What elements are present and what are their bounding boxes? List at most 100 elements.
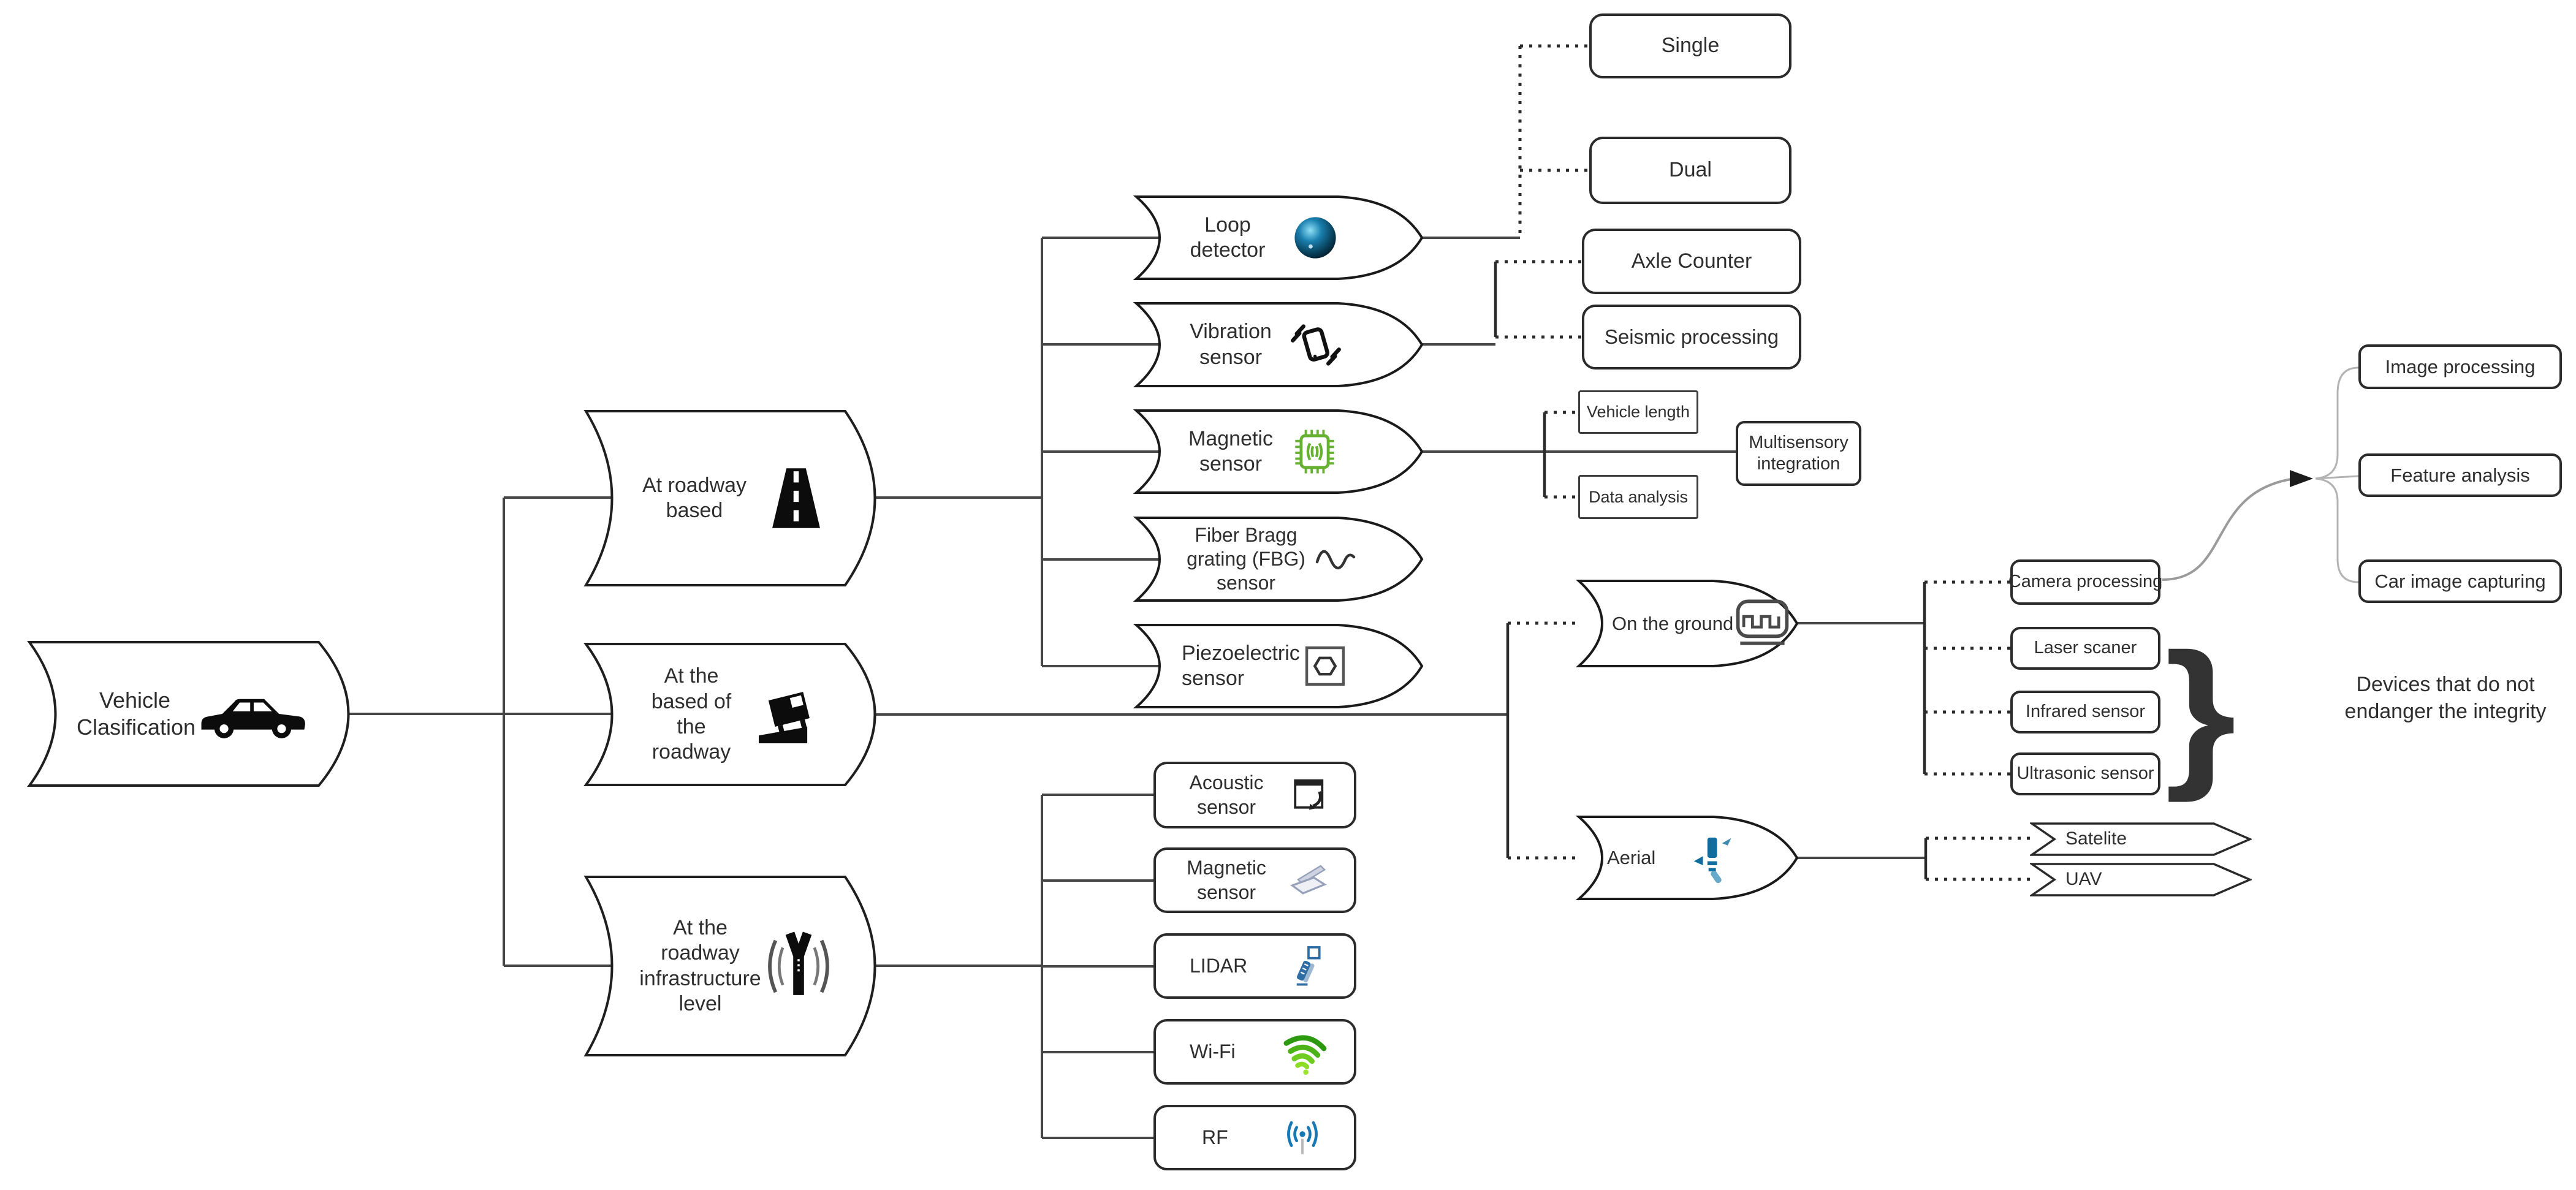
node-seismic-processing: Seismic processing — [1582, 305, 1801, 370]
node-satelite: Satelite — [2030, 822, 2252, 857]
sensor-label: Acoustic sensor — [1189, 771, 1264, 818]
step-label: Image processing — [2385, 355, 2536, 377]
sphere-icon — [1294, 217, 1336, 259]
node-camera-processing: Camera processing — [2008, 559, 2163, 605]
display-shape — [1133, 302, 1424, 387]
lidar-device-icon — [1296, 946, 1321, 985]
node-magnetic-sensor-infrastructure: Magnetic sensor — [1153, 847, 1356, 913]
node-infrared-sensor: Infrared sensor — [2010, 691, 2160, 733]
arrowhead-icon — [2290, 470, 2313, 487]
drone-icon — [1693, 837, 1731, 884]
wifi-signal-icon — [1283, 1034, 1327, 1075]
display-shape — [1133, 409, 1424, 494]
node-at-roadway-infrastructure-level: At the roadway infrastructure level — [575, 875, 879, 1057]
antenna-icon — [1287, 1121, 1318, 1154]
flag-shape — [27, 641, 350, 787]
location-label: On the ground — [1612, 612, 1734, 634]
platform-label: Satelite — [2065, 828, 2127, 849]
flag-shape — [583, 410, 876, 586]
node-at-roadway-based: At roadway based — [575, 409, 879, 587]
node-single: Single — [1589, 13, 1791, 78]
node-loop-detector: Loop detector — [1127, 195, 1424, 281]
node-ultrasonic-sensor: Ultrasonic sensor — [2010, 752, 2160, 795]
banner-shape — [2030, 822, 2252, 856]
flag-shape — [583, 876, 876, 1056]
branch-label: At the based of the roadway — [651, 664, 732, 764]
display-shape — [1133, 195, 1424, 280]
node-image-processing: Image processing — [2358, 344, 2562, 389]
sensor-label: Vibration sensor — [1190, 320, 1272, 369]
truck-on-ramp-icon — [759, 691, 810, 743]
zipper-icon — [768, 931, 829, 995]
scanner-icon — [1290, 864, 1327, 895]
device-label: Laser scaner — [2034, 638, 2137, 658]
sensor-label: Magnetic sensor — [1187, 857, 1266, 903]
sensor-label: LIDAR — [1190, 954, 1248, 977]
devices-annotation: Devices that do not endanger the integri… — [2344, 673, 2547, 724]
node-vehicle-classification: Vehicle Clasification — [18, 640, 352, 787]
node-dual: Dual — [1589, 137, 1791, 204]
display-shape — [1575, 816, 1799, 900]
sensor-label: RF — [1202, 1126, 1228, 1148]
device-label: Camera processing — [2008, 572, 2163, 592]
sine-wave-icon — [1315, 550, 1356, 569]
fanout-top — [2315, 366, 2359, 480]
leaf-label: Data analysis — [1588, 487, 1689, 506]
display-shape — [1133, 624, 1424, 708]
node-laser-scaner: Laser scaner — [2010, 627, 2160, 670]
device-label: Ultrasonic sensor — [2016, 764, 2154, 784]
fanout-mid — [2315, 475, 2359, 480]
curly-brace: } — [2165, 619, 2236, 803]
leaf-label: Axle Counter — [1631, 249, 1752, 273]
step-label: Car image capturing — [2374, 570, 2546, 592]
step-label: Feature analysis — [2390, 464, 2530, 486]
leaf-label: Dual — [1669, 158, 1712, 182]
node-uav: UAV — [2030, 862, 2252, 897]
car-icon — [201, 699, 305, 738]
node-on-the-ground: On the ground — [1569, 579, 1799, 668]
curve-camera-to-pipeline — [2162, 478, 2292, 581]
road-icon — [772, 468, 820, 528]
node-axle-counter: Axle Counter — [1582, 229, 1801, 294]
chip-icon — [1295, 430, 1334, 474]
flag-shape — [583, 643, 876, 786]
sensor-label: Piezoelectric sensor — [1182, 641, 1300, 690]
node-multisensory-integration: Multisensory integration — [1736, 421, 1861, 486]
node-magnetic-sensor: Magnetic sensor — [1127, 409, 1424, 495]
branch-label: At the roadway infrastructure level — [639, 915, 761, 1015]
node-car-image-capturing: Car image capturing — [2358, 559, 2562, 603]
node-lidar: LIDAR — [1153, 933, 1356, 999]
page-flip-icon — [1294, 779, 1324, 810]
node-acoustic-sensor: Acoustic sensor — [1153, 762, 1356, 828]
sensor-label: Wi-Fi — [1190, 1040, 1236, 1063]
node-fbg-sensor: Fiber Bragg grating (FBG) sensor — [1127, 516, 1424, 602]
pulse-icon — [1736, 599, 1789, 645]
node-data-analysis: Data analysis — [1578, 475, 1698, 519]
root-label: Vehicle Clasification — [77, 688, 196, 740]
leaf-label: Single — [1661, 34, 1720, 58]
leaf-label: Vehicle length — [1586, 403, 1690, 422]
leaf-label: Seismic processing — [1604, 325, 1779, 348]
fusion-label: Multisensory integration — [1749, 432, 1848, 474]
sensor-label: Magnetic sensor — [1188, 426, 1273, 476]
node-piezoelectric-sensor: Piezoelectric sensor — [1127, 623, 1424, 709]
sensor-label: Fiber Bragg grating (FBG) sensor — [1187, 523, 1305, 594]
node-vehicle-length: Vehicle length — [1578, 390, 1698, 434]
node-wifi: Wi-Fi — [1153, 1019, 1356, 1085]
location-label: Aerial — [1607, 847, 1656, 869]
node-aerial: Aerial — [1569, 815, 1799, 901]
device-label: Infrared sensor — [2025, 702, 2146, 722]
branch-label: At roadway based — [642, 473, 747, 522]
node-feature-analysis: Feature analysis — [2358, 453, 2562, 497]
hexagon-icon — [1305, 646, 1345, 686]
vibrating-phone-icon — [1291, 324, 1341, 366]
banner-shape — [2030, 863, 2252, 896]
node-vibration-sensor: Vibration sensor — [1127, 301, 1424, 388]
node-at-base-of-roadway: At the based of the roadway — [575, 642, 879, 787]
sensor-label: Loop detector — [1190, 213, 1266, 262]
node-rf: RF — [1153, 1105, 1356, 1170]
platform-label: UAV — [2065, 869, 2102, 890]
fanout-bottom — [2315, 477, 2359, 583]
